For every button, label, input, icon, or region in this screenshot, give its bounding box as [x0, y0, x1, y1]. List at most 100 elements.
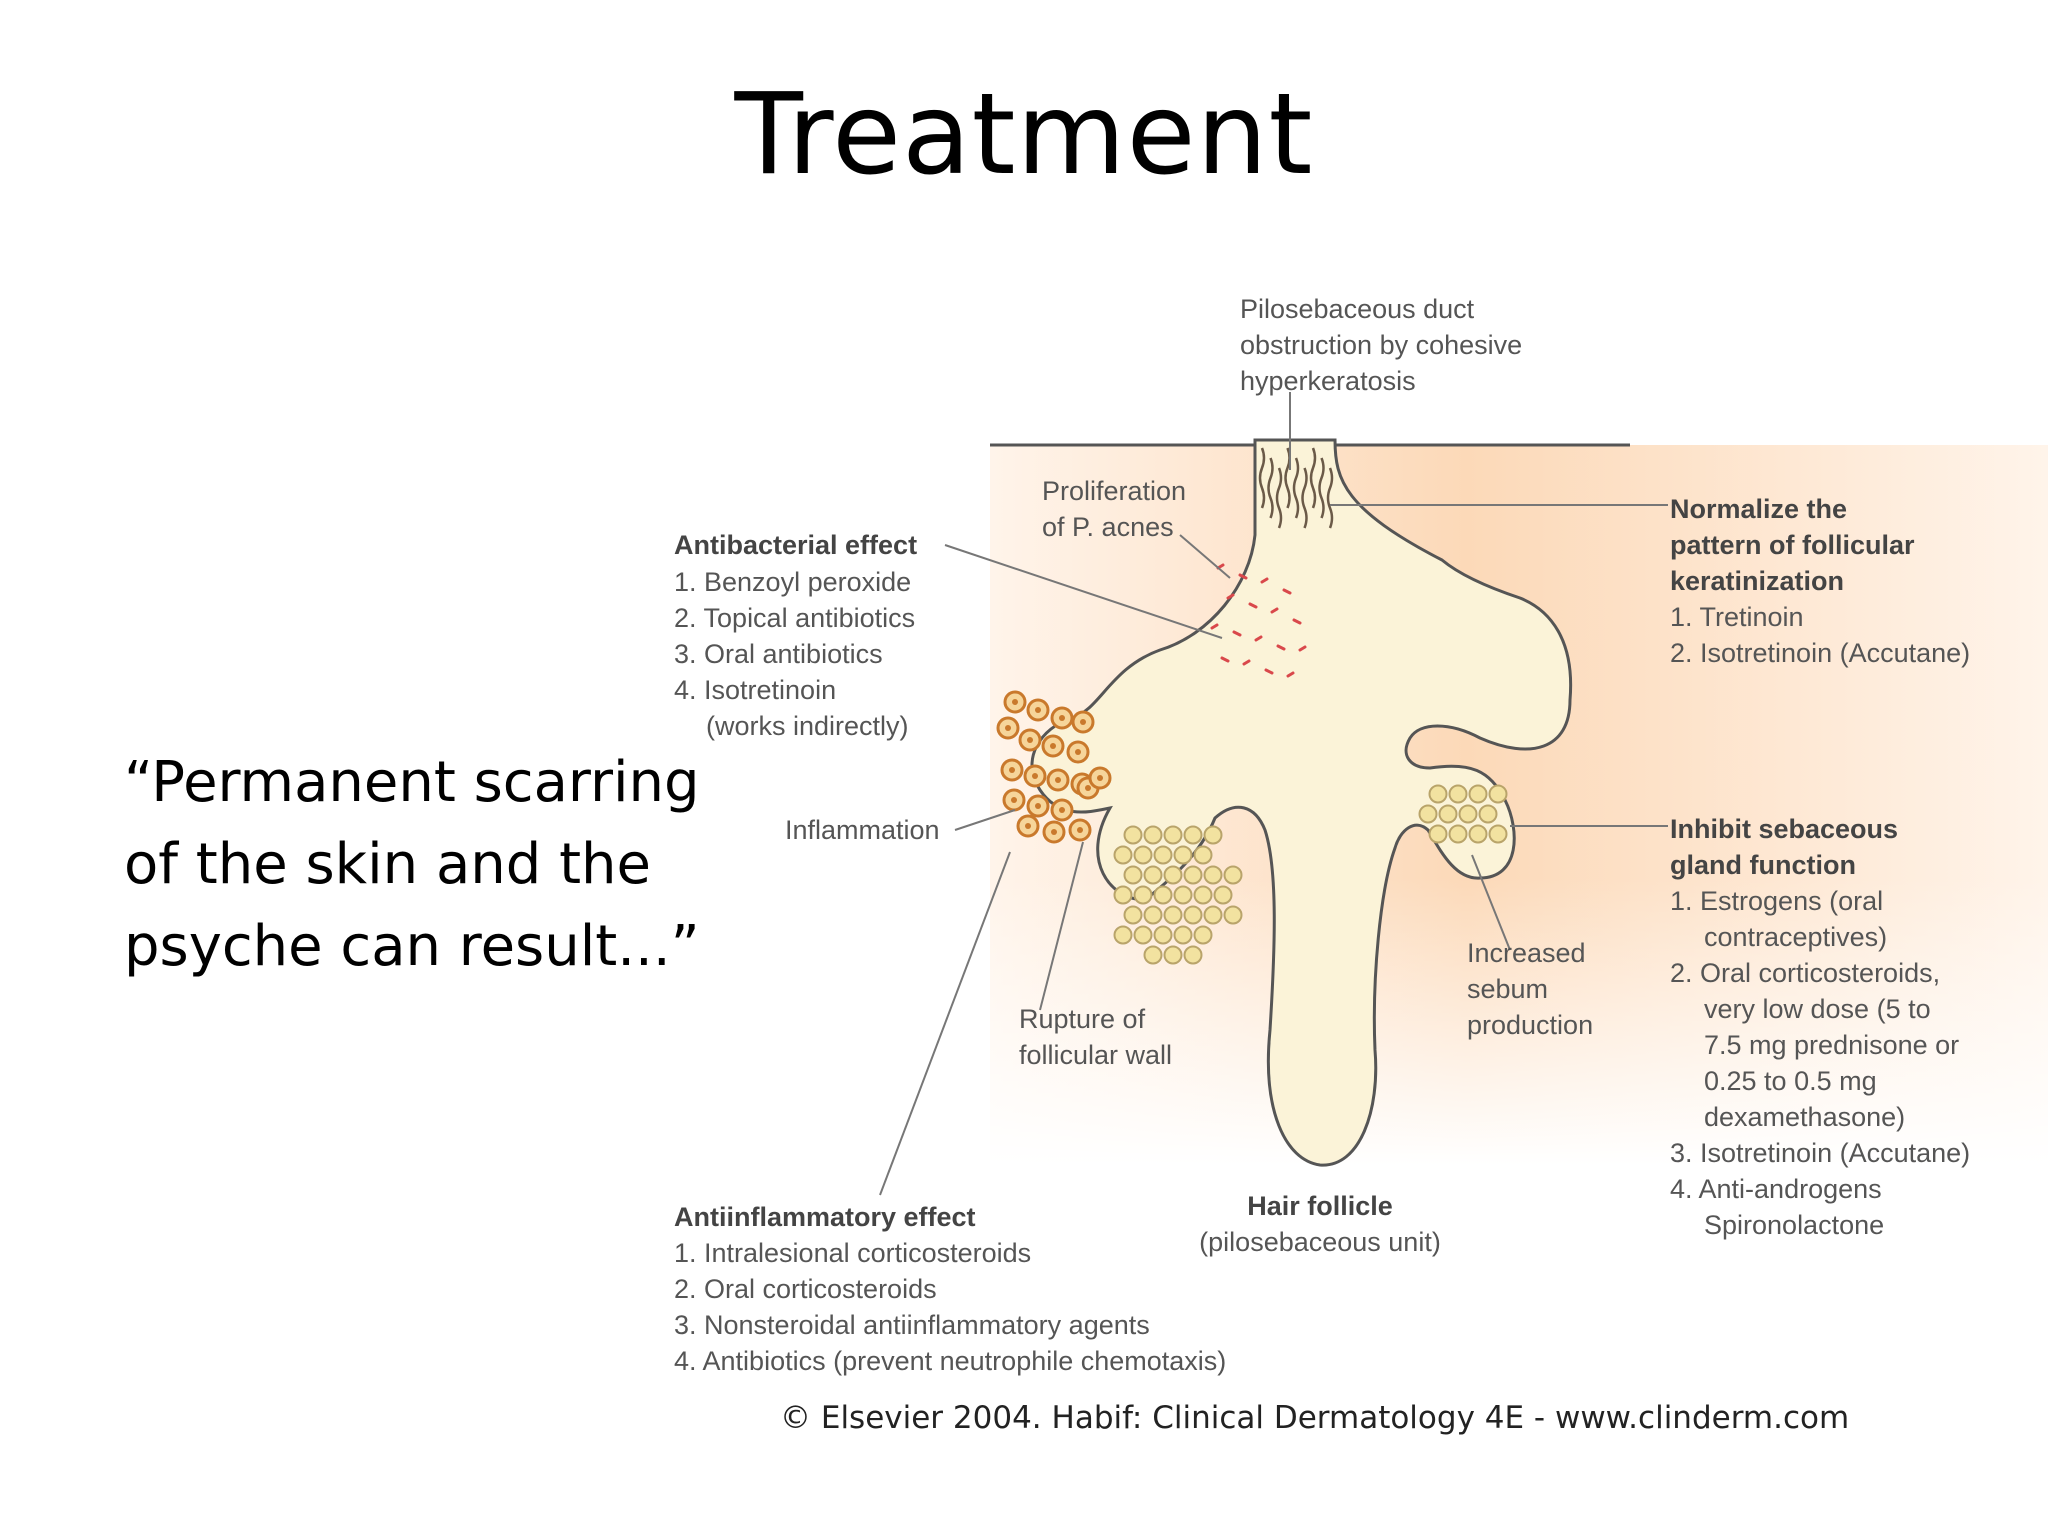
keratinization-heading-line: pattern of follicular [1670, 530, 1915, 560]
sebum-cell [1143, 905, 1163, 925]
bacterium [1292, 618, 1302, 625]
bacterium [1270, 607, 1279, 614]
sebaceous-item: Spironolactone [1704, 1210, 1884, 1240]
sebum-cell [1448, 824, 1468, 844]
quote-text: “Permanent scarring of the skin and the … [124, 742, 724, 988]
antibacterial-list: 1. Benzoyl peroxide 2. Topical antibioti… [674, 567, 923, 741]
sebum-cell [1163, 825, 1183, 845]
inflammation-cell-nucleus [1032, 773, 1038, 779]
p-acnes-bacteria [1210, 563, 1307, 678]
inflammation-cell-nucleus [1097, 775, 1103, 781]
keratinization-heading-line: Normalize the [1670, 494, 1847, 524]
sebaceous-item: dexamethasone) [1704, 1102, 1905, 1132]
keratin-strand [1326, 467, 1334, 529]
duct-label-line: Pilosebaceous duct [1240, 294, 1475, 324]
inflammation-cell-nucleus [1011, 797, 1017, 803]
inflammation-label: Inflammation [785, 815, 940, 845]
antiinflammatory-item: 2. Oral corticosteroids [674, 1274, 937, 1304]
sebaceous-item: 2. Oral corticosteroids, [1670, 958, 1940, 988]
sebum-cell [1123, 825, 1143, 845]
keratin-strand [1318, 457, 1325, 519]
sebum-cell [1133, 885, 1153, 905]
inflammation-cell-nucleus [1027, 737, 1033, 743]
sebum-cell [1488, 784, 1508, 804]
inflammation-cell-nucleus [1059, 715, 1065, 721]
sebum-cell [1478, 804, 1498, 824]
sebum-cell [1458, 804, 1478, 824]
leader-lines [879, 392, 1668, 1196]
sebum-label-line: Increased [1467, 938, 1586, 968]
sebum-cell [1143, 825, 1163, 845]
sebum-cell [1203, 865, 1223, 885]
sebaceous-list: 1. Estrogens (oral contraceptives) 2. Or… [1670, 886, 1978, 1240]
inflammation-cell-nucleus [1035, 707, 1041, 713]
bacterium [1242, 659, 1251, 666]
sebum-cell [1203, 905, 1223, 925]
inflammation-cell-nucleus [1077, 827, 1083, 833]
keratinization-item: 2. Isotretinoin (Accutane) [1670, 638, 1970, 668]
sebaceous-item: contraceptives) [1704, 922, 1887, 952]
sebaceous-heading-line: gland function [1670, 850, 1856, 880]
sebum-cell [1163, 865, 1183, 885]
proliferation-label-line: Proliferation [1042, 476, 1186, 506]
sebum-cell [1153, 885, 1173, 905]
antibacterial-item: (works indirectly) [706, 711, 909, 741]
bacterium [1298, 645, 1307, 652]
sebaceous-item: 4. Anti-androgens [1670, 1174, 1882, 1204]
inflammation-cell-nucleus [1025, 823, 1031, 829]
sebum-label-line: production [1467, 1010, 1593, 1040]
bacterium [1226, 593, 1235, 600]
bacterium [1220, 656, 1230, 663]
bacterium [1210, 623, 1219, 630]
sebaceous-item: very low dose (5 to [1704, 994, 1931, 1024]
sebum-cell [1173, 885, 1193, 905]
sebum-cell [1223, 905, 1243, 925]
sebum-cell [1133, 845, 1153, 865]
keratinization-heading: Normalize the pattern of follicular kera… [1670, 494, 1922, 596]
duct-label-line: hyperkeratosis [1240, 366, 1416, 396]
sebum-cell [1468, 824, 1488, 844]
sebum-cell [1183, 825, 1203, 845]
sebum-label-line: sebum [1467, 974, 1548, 1004]
antiinflammatory-item: 3. Nonsteroidal antiinflammatory agents [674, 1310, 1150, 1340]
antiinflammatory-heading: Antiinflammatory effect [674, 1202, 976, 1232]
sebum-cell [1418, 804, 1438, 824]
inflammation-cell-nucleus [1085, 785, 1091, 791]
keratin-strand [1301, 467, 1308, 529]
inflammation-cell-nucleus [1051, 829, 1057, 835]
follicle-subtitle: (pilosebaceous unit) [1199, 1227, 1441, 1257]
sebum-cell [1123, 905, 1143, 925]
sebum-cell [1183, 865, 1203, 885]
sebum-label: Increased sebum production [1467, 938, 1593, 1040]
sebum-cell [1113, 925, 1133, 945]
bacterium [1232, 630, 1242, 637]
keratin-strand [1258, 447, 1266, 509]
keratinization-item: 1. Tretinoin [1670, 602, 1804, 632]
inflammation-cell-nucleus [1035, 803, 1041, 809]
sebum-cell [1133, 925, 1153, 945]
sebum-cell [1173, 925, 1193, 945]
sebaceous-gland-right [1418, 784, 1508, 844]
antiinflammatory-item: 4. Antibiotics (prevent neutrophile chem… [674, 1346, 1226, 1376]
follicle-title: Hair follicle [1247, 1191, 1393, 1221]
keratin-strand [1275, 467, 1283, 529]
sebum-cell [1143, 945, 1163, 965]
sebum-cell [1428, 824, 1448, 844]
quote-line: psyche can result...” [124, 914, 700, 979]
bacterium [1286, 671, 1295, 678]
antibacterial-item: 1. Benzoyl peroxide [674, 567, 911, 597]
sebum-cell [1113, 845, 1133, 865]
rupture-label: Rupture of follicular wall [1019, 1004, 1172, 1070]
inflammation-cell-nucleus [1075, 749, 1081, 755]
sebum-cell [1213, 885, 1233, 905]
keratin-strand [1292, 457, 1300, 519]
duct-label: Pilosebaceous duct obstruction by cohesi… [1240, 294, 1530, 396]
inflammation-cell-nucleus [1005, 725, 1011, 731]
quote-line: “Permanent scarring [124, 750, 700, 815]
sebum-cell [1113, 885, 1133, 905]
proliferation-label: Proliferation of P. acnes [1042, 476, 1194, 542]
sebum-cell [1153, 925, 1173, 945]
sebaceous-item: 0.25 to 0.5 mg [1704, 1066, 1877, 1096]
sebum-cell [1163, 945, 1183, 965]
bacterium [1238, 573, 1248, 580]
